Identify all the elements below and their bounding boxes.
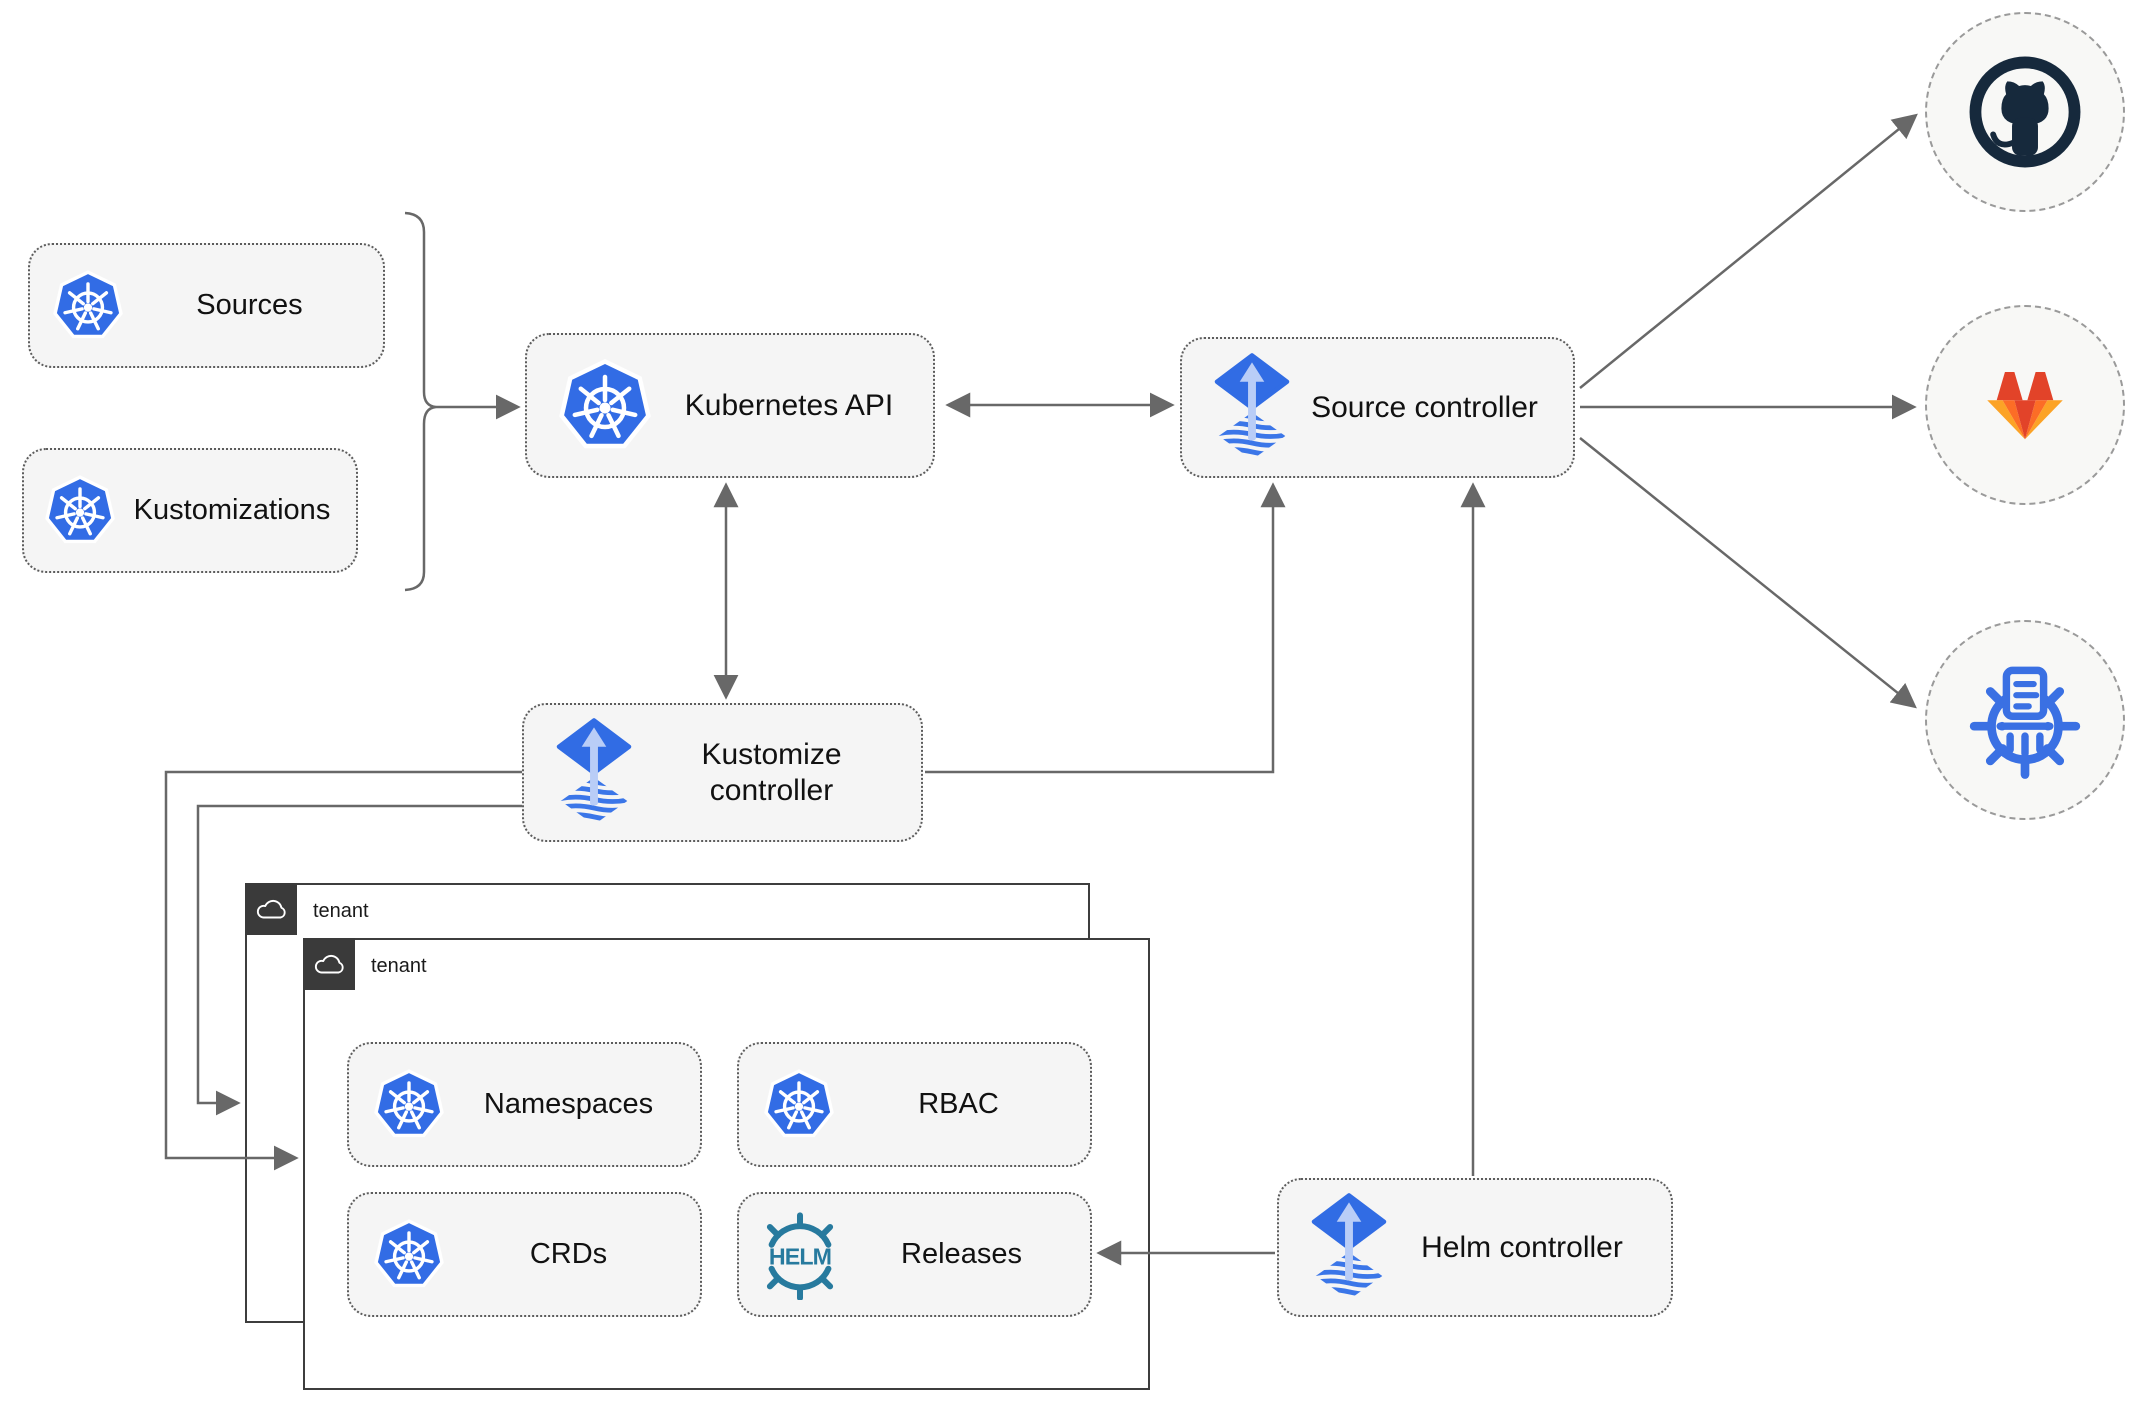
- kubernetes-icon: [761, 1067, 837, 1143]
- tenant-corner-badge: [245, 883, 297, 935]
- endpoint-chartmuseum: [1925, 620, 2125, 820]
- node-kustomizations: Kustomizations: [22, 448, 358, 573]
- node-helm-controller: Helm controller: [1277, 1178, 1673, 1317]
- node-label: RBAC: [918, 1088, 999, 1121]
- node-label: CRDs: [529, 1238, 608, 1271]
- kubernetes-icon: [371, 1067, 447, 1143]
- github-icon: [1969, 56, 2081, 168]
- node-sources: Sources: [28, 243, 385, 368]
- gitlab-icon: [1987, 371, 2063, 440]
- cloud-icon: [254, 896, 288, 922]
- tenant-group-front: tenant Namespaces RBAC CRDs: [303, 938, 1150, 1390]
- edge-kustomize-controller-to-source-controller: [925, 482, 1286, 774]
- edge-source-controller-to-chartmuseum: [1579, 437, 1917, 709]
- node-label: Kustomizations: [133, 494, 331, 527]
- edge-source-controller-to-github: [1579, 113, 1918, 389]
- helm-icon: HELM: [757, 1210, 843, 1300]
- helm-logo-text: HELM: [769, 1243, 831, 1269]
- node-source-controller: Source controller: [1180, 337, 1575, 478]
- endpoint-gitlab: [1925, 305, 2125, 505]
- node-label: Namespaces: [483, 1088, 654, 1121]
- cloud-icon: [312, 951, 346, 977]
- flux-icon: [1305, 1191, 1393, 1305]
- tenant-corner-badge: [303, 938, 355, 990]
- node-label: Sources: [196, 289, 303, 322]
- flux-icon: [1208, 351, 1296, 465]
- kubernetes-icon: [371, 1217, 447, 1293]
- node-label: Releases: [901, 1238, 1022, 1271]
- node-kubernetes-api: Kubernetes API: [525, 333, 935, 478]
- node-label: Kubernetes API: [684, 388, 894, 422]
- node-crds: CRDs: [347, 1192, 702, 1317]
- flux-icon: [550, 716, 638, 830]
- chartmuseum-icon: [1969, 666, 2081, 779]
- brace-sources-kustomizations: [404, 211, 437, 592]
- node-label: Source controller: [1311, 390, 1538, 424]
- node-kustomize-controller: Kustomize controller: [522, 703, 923, 842]
- node-rbac: RBAC: [737, 1042, 1092, 1167]
- kubernetes-icon: [50, 268, 126, 344]
- node-label: Helm controller: [1421, 1230, 1623, 1264]
- tenant-group-label: tenant: [371, 954, 427, 977]
- tenant-group-label: tenant: [313, 899, 369, 922]
- kubernetes-icon: [555, 356, 655, 456]
- node-namespaces: Namespaces: [347, 1042, 702, 1167]
- node-label: Kustomize controller: [701, 737, 842, 807]
- node-releases: HELM Releases: [737, 1192, 1092, 1317]
- kubernetes-icon: [42, 473, 118, 549]
- endpoint-github: [1925, 12, 2125, 212]
